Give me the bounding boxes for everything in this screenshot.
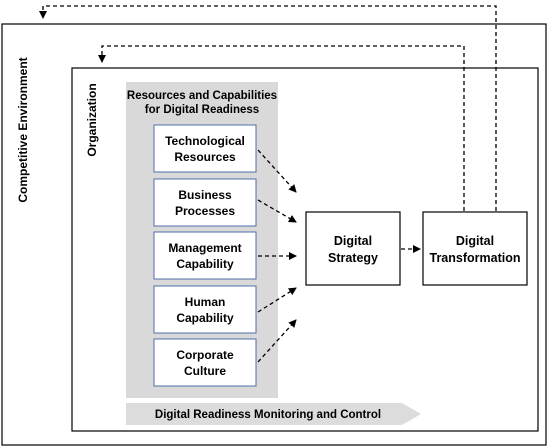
resource-box-label-line1: Technological (165, 134, 245, 148)
organization-label: Organization (85, 83, 99, 156)
arrow-technological-to-strategy (257, 149, 297, 193)
resource-box-label-line1: Corporate (176, 348, 234, 362)
monitoring-and-control-arrow: Digital Readiness Monitoring and Control (126, 403, 421, 425)
feedback-arrow-to-organization (98, 45, 465, 211)
resource-box-label-line1: Business (178, 188, 232, 202)
resources-panel-title-line2: for Digital Readiness (145, 104, 259, 116)
resource-box-management-capability: Management Capability (153, 231, 257, 280)
resource-box-business-processes: Business Processes (153, 178, 257, 227)
resource-box-label-line1: Management (168, 241, 241, 255)
digital-strategy-label-line1: Digital (334, 234, 372, 248)
resource-box-label-line2: Resources (174, 150, 236, 164)
organization-frame (71, 67, 539, 432)
arrow-human-to-strategy (257, 287, 297, 313)
arrow-business-to-strategy (257, 199, 297, 223)
resource-box-corporate-culture: Corporate Culture (153, 338, 257, 387)
resource-box-label-line2: Capability (176, 257, 234, 271)
resource-box-label-line2: Culture (184, 364, 226, 378)
competitive-environment-label: Competitive Environment (16, 57, 30, 202)
digital-strategy-label-line2: Strategy (328, 251, 378, 265)
resources-panel-title-line1: Resources and Capabilities (127, 90, 277, 102)
digital-transformation-box: Digital Transformation (422, 211, 528, 286)
arrow-culture-to-strategy (257, 319, 297, 363)
resource-box-technological-resources: Technological Resources (153, 124, 257, 173)
resource-box-label-line1: Human (185, 295, 226, 309)
digital-transformation-label-line2: Transformation (430, 251, 521, 265)
resource-box-human-capability: Human Capability (153, 285, 257, 334)
digital-strategy-box: Digital Strategy (305, 211, 401, 286)
digital-transformation-label-line1: Digital (456, 234, 494, 248)
resource-box-label-line2: Capability (176, 311, 234, 325)
resource-box-label-line2: Processes (175, 204, 235, 218)
monitoring-and-control-label: Digital Readiness Monitoring and Control (155, 409, 381, 421)
competitive-environment-frame (1, 23, 547, 446)
